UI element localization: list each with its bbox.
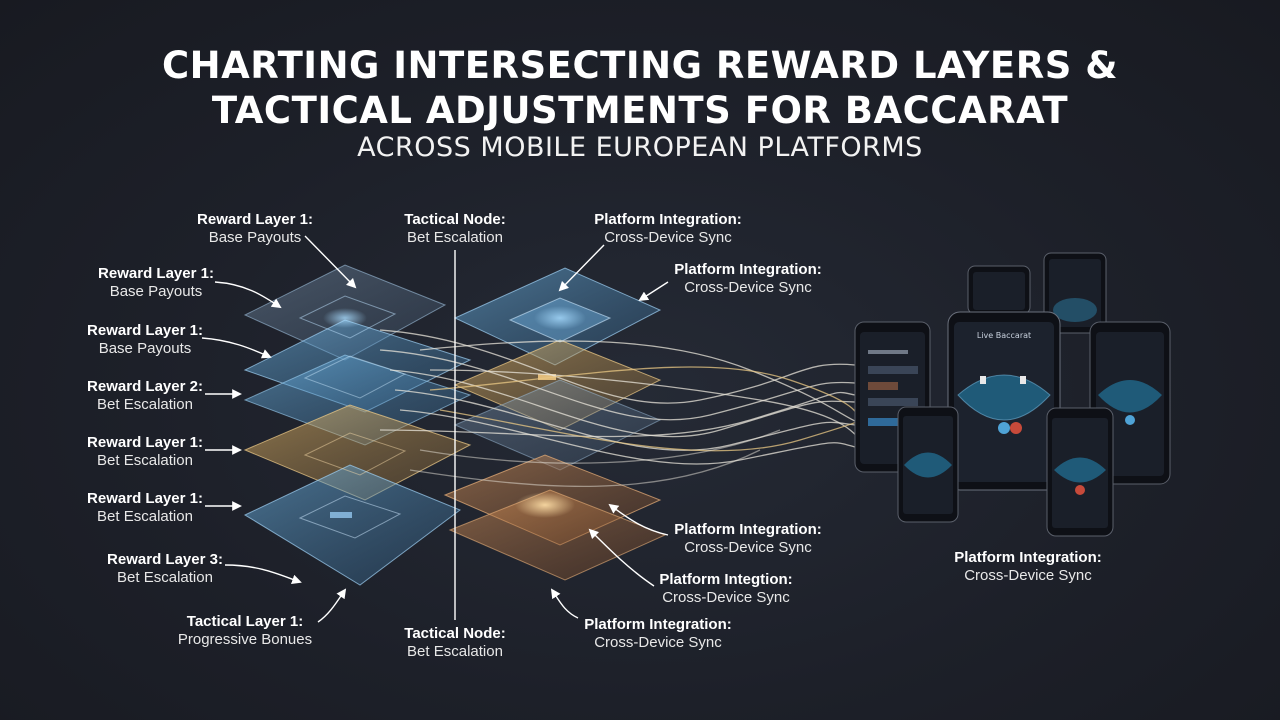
phone-bottom-right — [1046, 407, 1114, 537]
label-platform-integration-3: Platform Integration: Cross-Device Sync — [674, 521, 822, 557]
phone-top-2 — [1043, 252, 1107, 334]
label-title: Reward Layer 1: — [197, 211, 313, 228]
phone-top-1 — [967, 265, 1031, 315]
flow-lines — [379, 329, 881, 488]
label-platform-integration-2: Platform Integration: Cross-Device Sync — [674, 261, 822, 297]
label-subtitle: Cross-Device Sync — [964, 567, 1092, 584]
label-subtitle: Bet Escalation — [407, 229, 503, 246]
label-subtitle: Cross-Device Sync — [684, 279, 812, 296]
phone-bottom-left — [897, 406, 959, 523]
label-title: Reward Layer 2: — [87, 378, 203, 395]
label-tactical-node-top: Tactical Node: Bet Escalation — [404, 211, 505, 247]
label-subtitle: Bet Escalation — [117, 569, 213, 586]
label-subtitle: Bet Escalation — [97, 508, 193, 525]
label-subtitle: Bet Escalation — [97, 452, 193, 469]
phone-center: Live Baccarat — [947, 311, 1061, 491]
label-subtitle: Bet Escalation — [407, 643, 503, 660]
label-subtitle: Cross-Device Sync — [662, 589, 790, 606]
label-platform-integration-phones: Platform Integration: Cross-Device Sync — [954, 549, 1102, 585]
label-subtitle: Cross-Device Sync — [594, 634, 722, 651]
label-reward-layer-c: Reward Layer 2: Bet Escalation — [87, 378, 203, 414]
label-title: Reward Layer 3: — [107, 551, 223, 568]
label-reward-layer-f: Reward Layer 3: Bet Escalation — [107, 551, 223, 587]
label-tactical-node-bottom: Tactical Node: Bet Escalation — [404, 625, 505, 661]
label-subtitle: Base Payouts — [208, 229, 302, 246]
label-title: Platform Integration: — [674, 261, 822, 278]
right-layer-stack — [443, 267, 667, 581]
phone-cluster: Live Baccarat — [854, 252, 1171, 537]
label-title: Tactical Layer 1: — [186, 613, 304, 630]
label-platform-integration-4: Platform Integtion: Cross-Device Sync — [659, 571, 792, 607]
label-title: Tactical Node: — [404, 211, 506, 228]
label-title: Reward Layer 1: — [98, 265, 214, 282]
phone-screen-title: Live Baccarat — [977, 331, 1031, 340]
label-title: Tactical Node: — [404, 625, 506, 642]
label-title: Reward Layer 1: — [87, 490, 203, 507]
label-reward-layer-d: Reward Layer 1: Bet Escalation — [87, 434, 203, 470]
label-subtitle: Bet Escalation — [97, 396, 193, 413]
left-layer-stack — [243, 264, 472, 586]
label-title: Platform Integration: — [674, 521, 822, 538]
label-subtitle: Cross-Device Sync — [604, 229, 732, 246]
label-reward-layer-e: Reward Layer 1: Bet Escalation — [87, 490, 203, 526]
label-platform-integration-top: Platform Integration: Cross-Device Sync — [594, 211, 742, 247]
label-title: Platform Integtion: — [659, 571, 793, 588]
label-title: Reward Layer 1: — [87, 434, 203, 451]
label-platform-integration-5: Platform Integration: Cross-Device Sync — [584, 616, 732, 652]
page-title: CHARTING INTERSECTING REWARD LAYERS & — [161, 44, 1118, 87]
layer-panel-blue-3 — [243, 464, 462, 586]
label-reward-layer-top: Reward Layer 1: Base Payouts — [197, 211, 313, 247]
label-title: Reward Layer 1: — [87, 322, 203, 339]
label-reward-layer-a: Reward Layer 1: Base Payouts — [98, 265, 214, 301]
page-subtitle: ACROSS MOBILE EUROPEAN PLATFORMS — [357, 132, 923, 163]
page-title-line-2: TACTICAL ADJUSTMENTS FOR BACCARAT — [211, 89, 1069, 132]
label-subtitle: Base Payouts — [109, 283, 203, 300]
pointer-arrows — [201, 235, 669, 623]
label-subtitle: Cross-Device Sync — [684, 539, 812, 556]
label-tactical-layer: Tactical Layer 1: Progressive Bonues — [178, 613, 312, 649]
label-subtitle: Progressive Bonues — [177, 631, 313, 648]
label-title: Platform Integration: — [594, 211, 742, 228]
label-reward-layer-b: Reward Layer 1: Base Payouts — [87, 322, 203, 358]
label-title: Platform Integration: — [584, 616, 732, 633]
label-title: Platform Integration: — [954, 549, 1102, 566]
label-subtitle: Base Payouts — [98, 340, 192, 357]
